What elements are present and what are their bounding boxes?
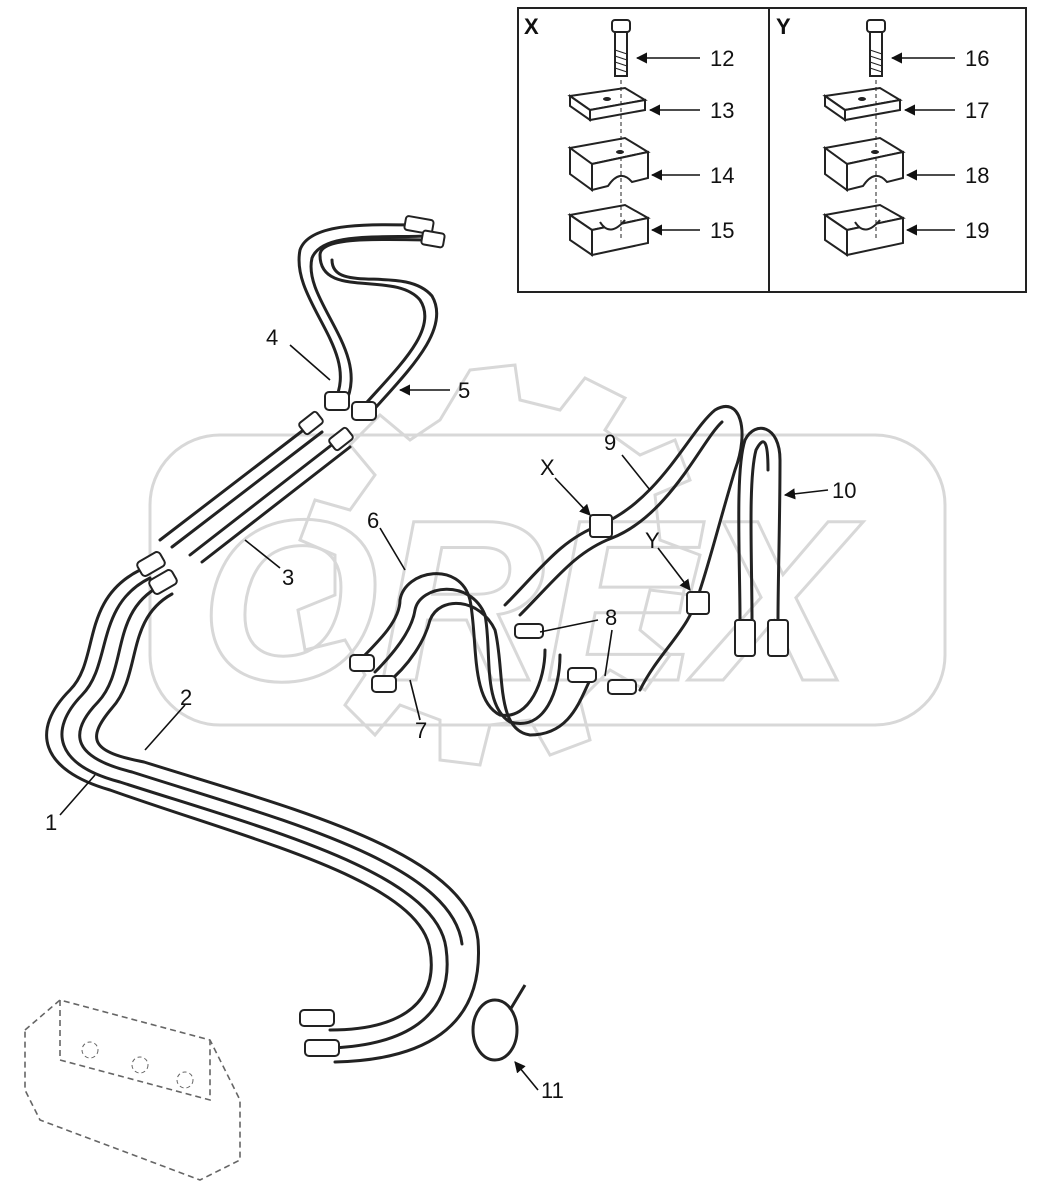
- callout-13: 13: [710, 98, 734, 123]
- long-hose-pair: [45, 551, 480, 1064]
- clamp-x: [589, 514, 613, 538]
- clamp-plate-13: [567, 86, 648, 122]
- inset-x-title: X: [524, 14, 539, 39]
- callout-2: 2: [180, 685, 192, 710]
- fitting-10b: [767, 619, 789, 657]
- watermark-logo-text: OREX: [200, 472, 863, 729]
- callout-12: 12: [710, 46, 734, 71]
- clamp-plate-17: [822, 86, 903, 122]
- clamp-y: [686, 591, 710, 615]
- bolt-12: [611, 19, 631, 77]
- fitting-4: [324, 391, 350, 411]
- callout-6: 6: [367, 508, 379, 533]
- clamp-upper-half-18: [822, 136, 906, 192]
- detail-inset: X Y: [517, 7, 1027, 293]
- fitting-5: [351, 401, 377, 421]
- hose-clip-11: [471, 984, 527, 1062]
- fitting-end-2: [304, 1039, 340, 1057]
- callout-15: 15: [710, 218, 734, 243]
- callout-10: 10: [832, 478, 856, 503]
- clamp-lower-half-19: [822, 203, 906, 257]
- hose-group-9-10: [503, 405, 789, 692]
- fitting-10a: [734, 619, 756, 657]
- clamp-assembly-x: [567, 19, 651, 257]
- callout-5: 5: [458, 378, 470, 403]
- callout-9: 9: [604, 430, 616, 455]
- callout-x: X: [540, 455, 555, 480]
- callout-y: Y: [645, 528, 660, 553]
- callout-17: 17: [965, 98, 989, 123]
- callout-18: 18: [965, 163, 989, 188]
- callout-8: 8: [605, 605, 617, 630]
- callout-11: 11: [541, 1078, 564, 1103]
- callout-4: 4: [266, 325, 278, 350]
- fitting-end-1: [299, 1009, 335, 1027]
- clamp-upper-half-14: [567, 136, 651, 192]
- clamp-assembly-y: [822, 19, 906, 257]
- bolt-16: [866, 19, 886, 77]
- callout-1: 1: [45, 810, 57, 835]
- upper-hose-pair: [297, 215, 446, 421]
- valve-block: [24, 999, 241, 1181]
- callout-19: 19: [965, 218, 989, 243]
- watermark-gear: [296, 363, 702, 767]
- callout-14: 14: [710, 163, 734, 188]
- hose-pair-3: [158, 410, 354, 564]
- callout-7: 7: [415, 718, 427, 743]
- watermark: OREX: [148, 363, 947, 767]
- inset-y-title: Y: [776, 14, 791, 39]
- clamp-lower-half-15: [567, 203, 651, 257]
- callout-3: 3: [282, 565, 294, 590]
- callout-16: 16: [965, 46, 989, 71]
